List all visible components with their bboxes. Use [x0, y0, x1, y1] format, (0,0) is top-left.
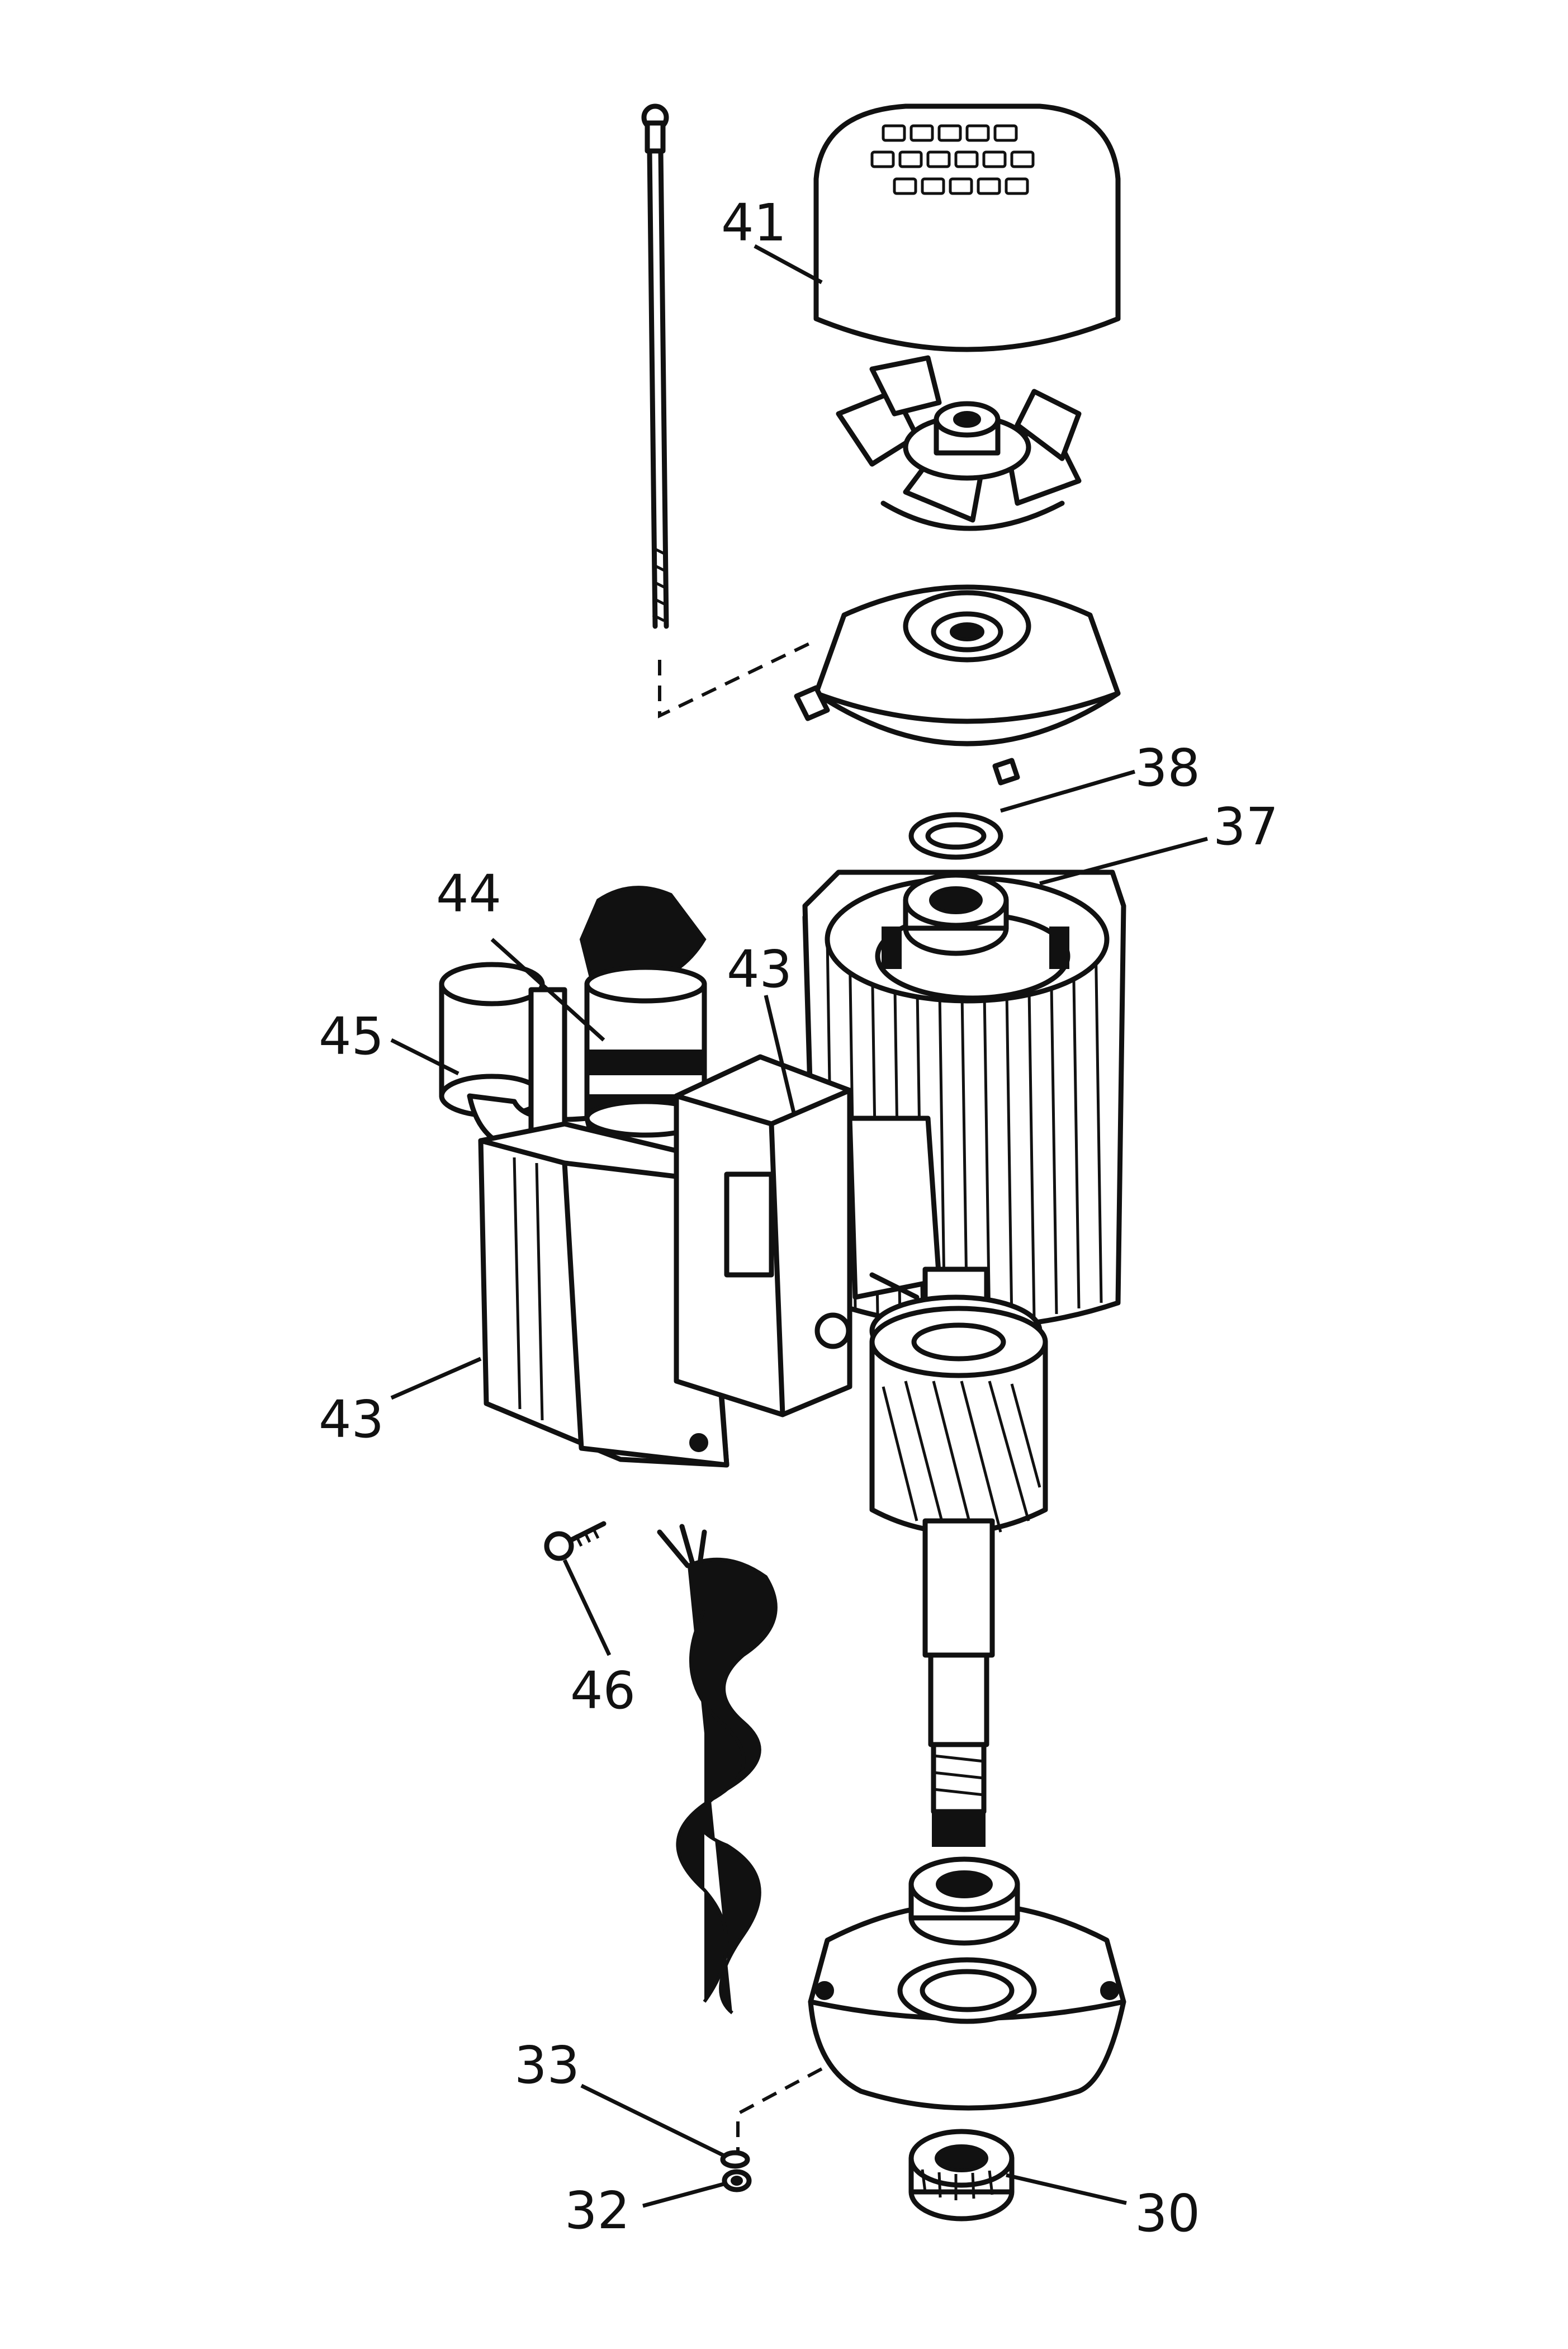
assembly-line-nut	[736, 2067, 823, 2153]
leader-32	[642, 2181, 726, 2208]
callout-labels: 41 38 37 44 43 45 43 46 33 32 30	[319, 193, 1278, 2243]
leader-43a	[764, 995, 796, 1113]
bearing-rear	[908, 1856, 1020, 1946]
leader-33	[580, 2083, 725, 2158]
leader-44	[490, 938, 605, 1042]
callout-41: 41	[721, 193, 787, 253]
nut	[722, 2169, 752, 2192]
callout-33: 33	[514, 2035, 580, 2095]
washer	[720, 2150, 750, 2169]
leader-38	[1000, 769, 1135, 813]
callout-37: 37	[1213, 797, 1278, 857]
leader-30	[1006, 2173, 1127, 2205]
leader-45	[390, 1038, 459, 1076]
leader-43b	[390, 1357, 482, 1400]
power-cord	[657, 1524, 778, 2015]
front-end-shield	[808, 1901, 1126, 2111]
fan-cover	[813, 103, 1121, 352]
callout-46: 46	[570, 1661, 636, 1721]
vent-slots	[870, 124, 1035, 195]
callout-43-upper: 43	[727, 939, 792, 999]
assembly-line-rod	[658, 641, 812, 719]
callout-43-lower: 43	[319, 1389, 384, 1449]
tie-rod	[641, 103, 669, 629]
leader-41	[754, 244, 823, 285]
leader-lines	[390, 244, 1208, 2208]
rear-end-shield	[794, 584, 1121, 786]
terminal-lid	[674, 1054, 942, 1417]
leader-46	[562, 1559, 612, 1656]
screw	[544, 1521, 607, 1561]
wave-washer	[908, 812, 1003, 860]
callout-30: 30	[1135, 2183, 1200, 2243]
terminal-box	[478, 1121, 729, 1468]
callout-32: 32	[565, 2181, 630, 2241]
fan	[836, 355, 1082, 531]
bearing-front	[903, 872, 1009, 956]
callout-45: 45	[319, 1006, 384, 1066]
rotor	[869, 1266, 1048, 1847]
callout-38: 38	[1135, 738, 1200, 798]
cable-gland	[439, 962, 595, 1155]
shaft-seal	[908, 2129, 1015, 2222]
leader-37	[1039, 836, 1208, 886]
callout-44: 44	[436, 864, 501, 924]
